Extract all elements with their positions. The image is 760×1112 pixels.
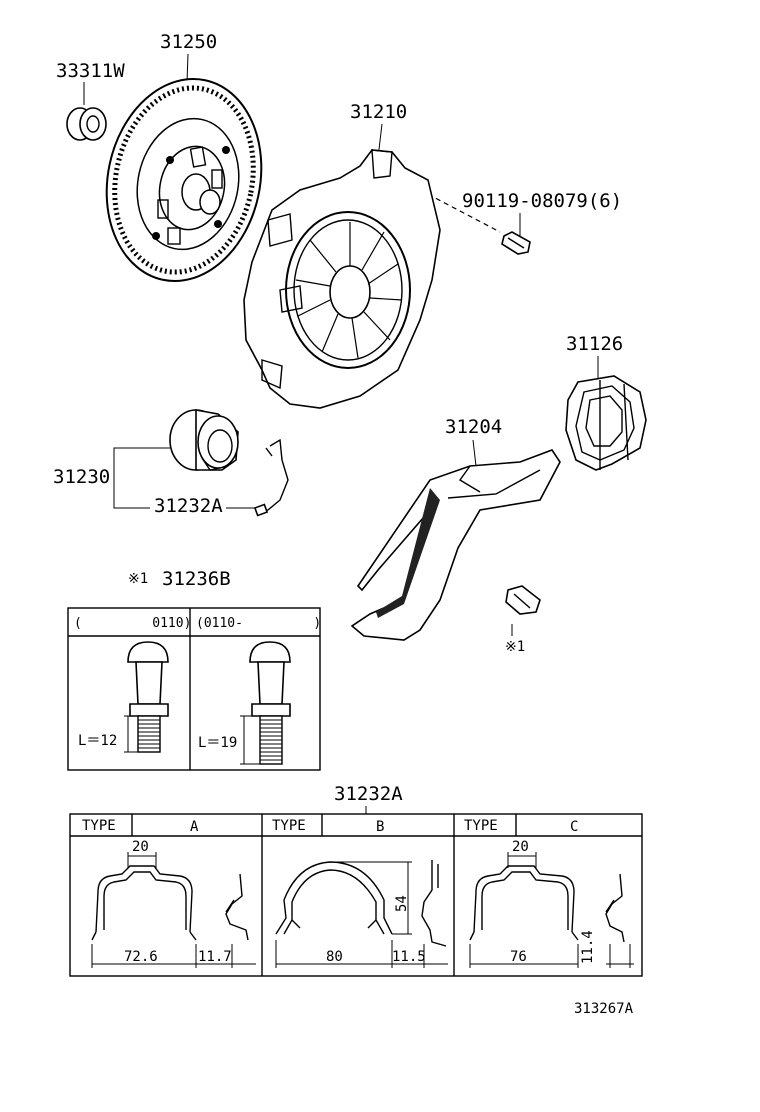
type-a-dim-width: 72.6 bbox=[124, 949, 158, 965]
label-31232a: 31232A bbox=[154, 495, 223, 517]
leader-bolt-dashed bbox=[419, 189, 501, 233]
clip-type-a-drawing bbox=[91, 852, 256, 968]
label-bolt: 90119-08079(6) bbox=[462, 190, 622, 212]
type-name-b: B bbox=[376, 819, 384, 835]
label-31210: 31210 bbox=[350, 101, 407, 123]
type-b-dim-side: 11.5 bbox=[392, 949, 426, 965]
leader-31204 bbox=[472, 439, 477, 467]
fork-support-short-drawing bbox=[124, 641, 169, 753]
clip-type-c-drawing bbox=[469, 852, 634, 968]
type-c-dim-top: 20 bbox=[512, 839, 529, 855]
label-31126: 31126 bbox=[566, 333, 623, 355]
label-31236b: 31236B bbox=[162, 568, 231, 590]
support-col1-header: ( 0110) bbox=[74, 616, 191, 631]
fork-support-long-drawing bbox=[240, 641, 291, 765]
mark-note-1-fork: ※1 bbox=[505, 639, 525, 655]
type-c-dim-side: 11.4 bbox=[580, 930, 596, 964]
type-a-dim-top: 20 bbox=[132, 839, 149, 855]
type-name-a: A bbox=[190, 819, 199, 835]
clip-type-table bbox=[69, 813, 643, 977]
clip-drawing bbox=[253, 438, 289, 517]
mark-note-1: ※1 bbox=[128, 571, 148, 587]
label-31204: 31204 bbox=[445, 416, 502, 438]
release-fork-drawing bbox=[350, 449, 561, 641]
pilot-bearing-drawing bbox=[66, 107, 107, 141]
clip-type-b-drawing bbox=[275, 860, 448, 968]
type-c-dim-width: 76 bbox=[510, 949, 527, 965]
type-a-dim-side: 11.7 bbox=[198, 949, 232, 965]
support-length-19: L＝19 bbox=[198, 735, 237, 751]
support-col2-header: (0110- ) bbox=[196, 616, 321, 631]
type-b-dim-width: 80 bbox=[326, 949, 343, 965]
label-31250: 31250 bbox=[160, 31, 217, 53]
type-label-a: TYPE bbox=[82, 818, 116, 834]
label-33311w: 33311W bbox=[56, 60, 125, 82]
label-31230: 31230 bbox=[53, 466, 110, 488]
leader-31230-bracket bbox=[113, 447, 170, 509]
drawing-code: 313267A bbox=[574, 1001, 634, 1017]
release-fork-boot-drawing bbox=[565, 375, 647, 471]
support-length-12: L＝12 bbox=[78, 733, 117, 749]
type-b-dim-height: 54 bbox=[394, 895, 410, 912]
type-label-c: TYPE bbox=[464, 818, 498, 834]
type-name-c: C bbox=[570, 819, 578, 835]
type-label-b: TYPE bbox=[272, 818, 306, 834]
release-bearing-drawing bbox=[169, 409, 239, 471]
fork-support-table bbox=[67, 607, 321, 771]
clutch-disc-drawing bbox=[105, 77, 263, 283]
clip-table-title: 31232A bbox=[334, 783, 403, 805]
fork-support-small-drawing bbox=[505, 585, 541, 615]
bolt-drawing bbox=[501, 231, 531, 255]
clutch-cover-drawing bbox=[243, 149, 441, 409]
